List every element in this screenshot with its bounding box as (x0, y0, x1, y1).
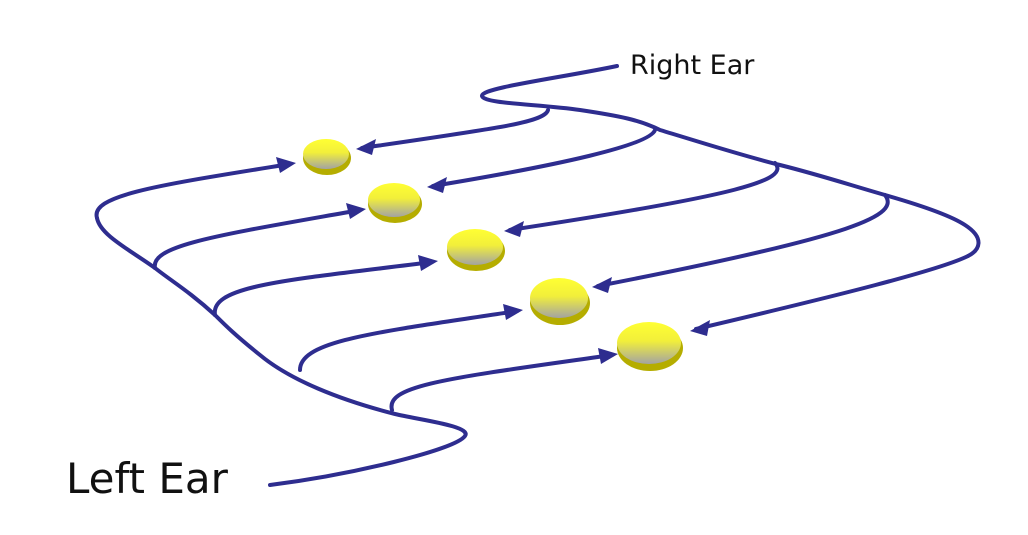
left-ear-branch-5 (389, 353, 614, 412)
arrowhead-left-5 (598, 348, 618, 364)
left-ear-trunk (95, 216, 468, 487)
left-ear-axon (94, 162, 614, 487)
neuron-5 (617, 322, 683, 371)
arrowheads (276, 139, 710, 364)
left-ear-branch-2 (152, 208, 362, 270)
arrowhead-right-3 (504, 221, 524, 237)
arrowhead-left-2 (346, 203, 366, 219)
left-ear-label: Left Ear (66, 454, 228, 503)
right-ear-trunk (479, 64, 981, 258)
left-ear-branch-1 (94, 162, 292, 220)
neuron-2 (368, 183, 422, 223)
arrowhead-left-3 (418, 255, 438, 271)
arrowhead-right-5 (690, 320, 710, 336)
arrowhead-right-2 (427, 177, 447, 193)
neurons (303, 139, 683, 371)
left-ear-branch-4 (298, 309, 519, 372)
arrowhead-right-4 (592, 277, 612, 293)
right-ear-axon (360, 64, 981, 331)
neuron-1 (303, 139, 351, 175)
arrowhead-left-4 (503, 304, 523, 320)
arrowhead-left-1 (276, 157, 296, 173)
right-ear-branch-1 (360, 108, 550, 150)
right-ear-branch-3 (508, 161, 780, 232)
neuron-4 (530, 278, 590, 325)
right-ear-label: Right Ear (630, 50, 755, 81)
right-ear-branch-5 (694, 254, 970, 331)
left-ear-branch-3 (212, 260, 434, 317)
right-ear-branch-2 (431, 128, 657, 188)
right-ear-branch-4 (596, 193, 890, 288)
neuron-3 (447, 229, 505, 271)
arrowhead-right-1 (356, 139, 376, 155)
